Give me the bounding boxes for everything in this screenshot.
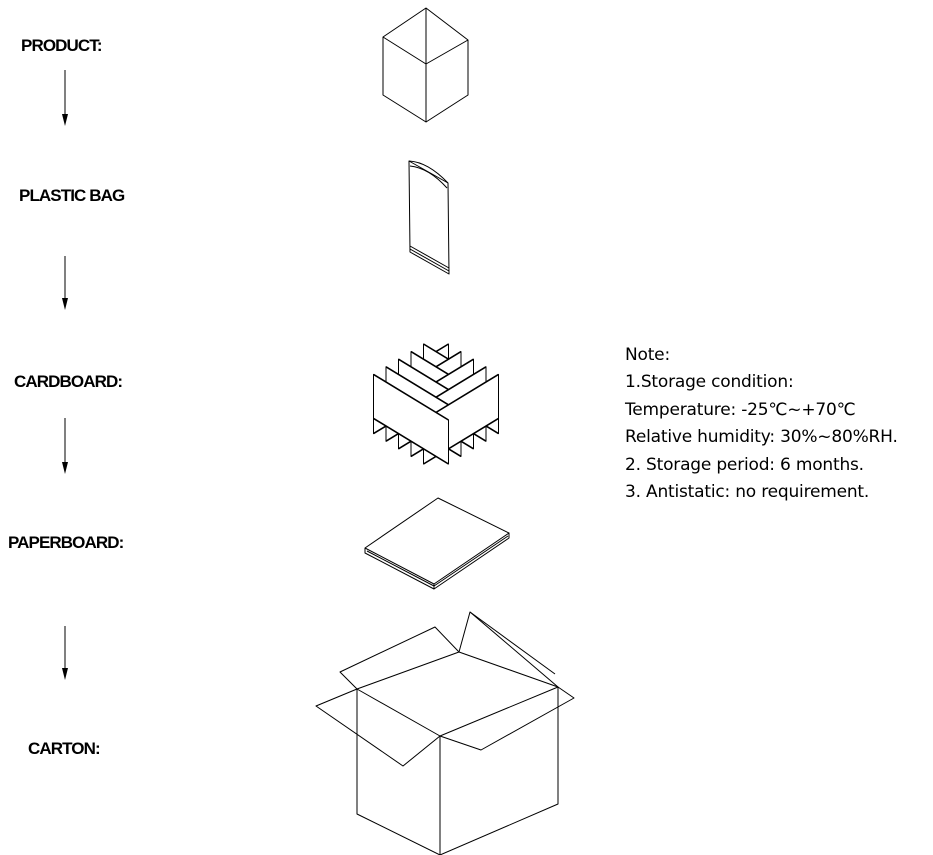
stage-label-cardboard: CARDBOARD:: [14, 372, 123, 391]
stage-label-paperboard: PAPERBOARD:: [8, 533, 124, 552]
cardboard-divider-grid-icon: [373, 343, 499, 465]
note-storage-period: 2. Storage period: 6 months.: [625, 454, 864, 475]
note-temperature: Temperature: -25℃~+70℃: [625, 399, 856, 420]
flow-arrow-down-icon: [62, 626, 68, 680]
flow-arrow-down-icon: [62, 256, 68, 310]
note-antistatic: 3. Antistatic: no requirement.: [625, 482, 870, 503]
open-box-icon: [382, 7, 469, 123]
plastic-bag-icon: [408, 160, 450, 275]
note-storage-condition: 1.Storage condition:: [625, 372, 794, 393]
flow-arrow-down-icon: [62, 70, 68, 126]
paperboard-sheet-icon: [364, 497, 510, 590]
stage-label-plastic-bag: PLASTIC BAG: [19, 186, 125, 205]
stage-label-carton: CARTON:: [28, 739, 101, 758]
note-relative-humidity: Relative humidity: 30%~80%RH.: [625, 427, 898, 448]
open-carton-icon: [315, 611, 575, 855]
notes-heading: Note:: [625, 345, 670, 365]
notes-panel: Note: 1.Storage condition: Temperature: …: [625, 342, 898, 506]
stage-label-product: PRODUCT:: [21, 36, 103, 55]
flow-arrow-down-icon: [62, 418, 68, 474]
